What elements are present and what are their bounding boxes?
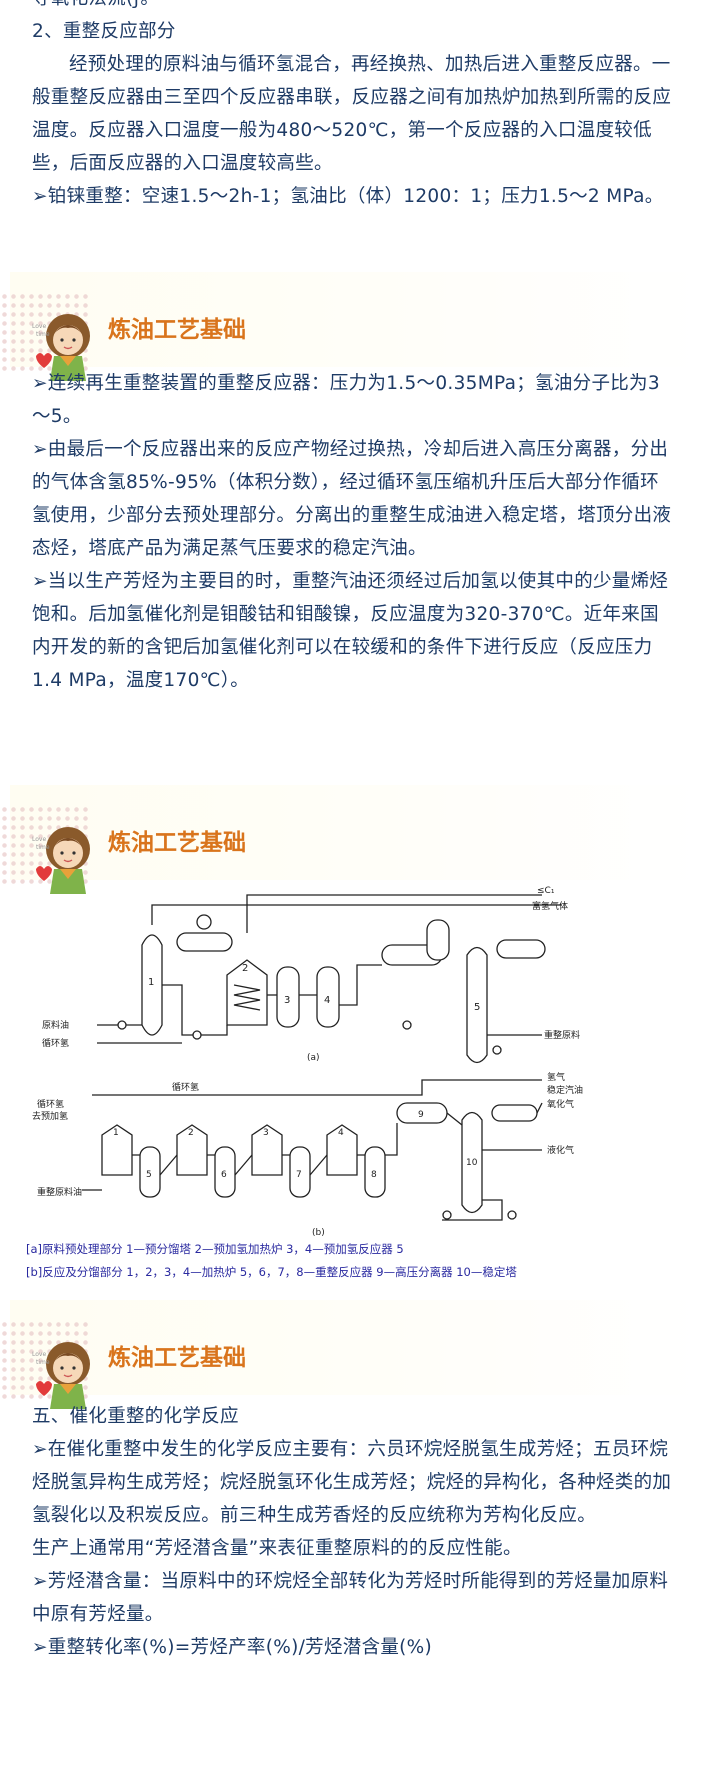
label-recycle-h2: 循环氢 bbox=[42, 1037, 69, 1049]
separator-9-label: 9 bbox=[418, 1110, 424, 1120]
header-band bbox=[10, 1300, 701, 1395]
diagram-b: 循环氢 循环氢 去预加氢 氢气 稳定汽油 氧化气 液化气 重整原料油 1 2 3… bbox=[32, 1071, 583, 1238]
heater-3-label: 3 bbox=[263, 1128, 269, 1138]
label-reform-feed-b: 重整原料油 bbox=[37, 1186, 82, 1198]
label-c1: ≤C₁ bbox=[537, 886, 555, 896]
svg-text:Love: Love bbox=[32, 836, 46, 843]
caption-a: [a]原料预处理部分 1—预分馏塔 2—预加氢加热炉 3，4—预加氢反应器 5 bbox=[26, 1242, 404, 1256]
unit-5-label: 5 bbox=[474, 1002, 480, 1013]
slide-heading: 炼油工艺基础 bbox=[108, 317, 246, 343]
header-band bbox=[10, 272, 701, 367]
label-h2: 氢气 bbox=[547, 1071, 565, 1083]
slide-chemical-reactions: Love time 炼油工艺基础 五、催化重整的化学反应 ➢在催化重整中发生的化… bbox=[0, 1300, 701, 1768]
slide-heading: 炼油工艺基础 bbox=[108, 830, 246, 856]
label-rich-gas: 富氢气体 bbox=[532, 900, 568, 912]
label-feed-oil: 原料油 bbox=[42, 1019, 69, 1031]
unit-3-label: 3 bbox=[284, 995, 290, 1006]
bullet-item: ➢在催化重整中发生的化学反应主要有：六员环烷烃脱氢生成芳烃；五员环烷烃脱氢异构生… bbox=[32, 1439, 672, 1526]
bullet-item: ➢重整转化率(%)=芳烃产率(%)/芳烃潜含量(%) bbox=[32, 1637, 433, 1658]
svg-text:time: time bbox=[36, 1359, 50, 1366]
slide4-text: 五、催化重整的化学反应 ➢在催化重整中发生的化学反应主要有：六员环烷烃脱氢生成芳… bbox=[32, 1400, 673, 1664]
label-recycle-b: 循环氢 bbox=[37, 1098, 64, 1110]
bullet-item: ➢连续再生重整装置的重整反应器：压力为1.5～0.35MPa；氢油分子比为3～5… bbox=[32, 373, 660, 427]
reactor-7-label: 7 bbox=[296, 1170, 302, 1180]
paragraph: 生产上通常用“芳烃潜含量”来表征重整原料的的反应性能。 bbox=[32, 1538, 522, 1559]
girl-mascot-icon: Love time bbox=[32, 1342, 90, 1409]
girl-mascot-icon: Love time bbox=[32, 314, 90, 381]
svg-text:time: time bbox=[36, 844, 50, 851]
slide-reactor-details: Love time 炼油工艺基础 ➢连续再生重整装置的重整反应器：压力为1.5～… bbox=[0, 272, 701, 772]
label-stable-gasoline: 稳定汽油 bbox=[547, 1084, 583, 1096]
label-to-prehydro: 去预加氢 bbox=[32, 1110, 68, 1122]
bullet-item: ➢铂铼重整：空速1.5～2h-1；氢油比（体）1200：1；压力1.5～2 MP… bbox=[32, 186, 664, 207]
paragraph: 经预处理的原料油与循环氢混合，再经换热、加热后进入重整反应器。一般重整反应器由三… bbox=[32, 54, 672, 174]
reactor-8-label: 8 bbox=[371, 1170, 377, 1180]
process-flow-diagram: 1 ≤C₁ 富氢气体 2 3 4 bbox=[32, 886, 583, 1238]
bullet-item: ➢由最后一个反应器出来的反应产物经过换热，冷却后进入高压分离器，分出的气体含氢8… bbox=[32, 439, 672, 559]
slide-heading: 炼油工艺基础 bbox=[108, 1345, 246, 1371]
unit-1-label: 1 bbox=[148, 977, 154, 988]
cut-off-line: 导氧化法流(ƒ。 bbox=[32, 0, 673, 15]
svg-text:Love: Love bbox=[32, 323, 46, 330]
unit-2-label: 2 bbox=[242, 963, 248, 974]
svg-text:Love: Love bbox=[32, 1351, 46, 1358]
label-b: (b) bbox=[312, 1228, 325, 1238]
caption-b: [b]反应及分馏部分 1，2，3，4—加热炉 5，6，7，8—重整反应器 9—高… bbox=[26, 1265, 517, 1279]
heater-2-label: 2 bbox=[188, 1128, 194, 1138]
label-lpg: 液化气 bbox=[547, 1144, 574, 1156]
reactor-6-label: 6 bbox=[221, 1170, 227, 1180]
diagram-captions: [a]原料预处理部分 1—预分馏塔 2—预加氢加热炉 3，4—预加氢反应器 5 … bbox=[26, 1238, 517, 1284]
label-recycle-h2-b: 循环氢 bbox=[172, 1081, 199, 1093]
label-a: (a) bbox=[307, 1053, 320, 1063]
section-title: 五、催化重整的化学反应 bbox=[32, 1406, 239, 1427]
label-tail-gas: 氧化气 bbox=[547, 1098, 574, 1110]
header-band bbox=[10, 785, 701, 880]
slide-process-diagram: Love time 炼油工艺基础 1 ≤C₁ 富氢气体 2 3 4 bbox=[0, 785, 701, 1300]
unit-4-label: 4 bbox=[324, 995, 330, 1006]
girl-mascot-icon: Love time bbox=[32, 827, 90, 894]
slide1-text: 导氧化法流(ƒ。 2、重整反应部分 经预处理的原料油与循环氢混合，再经换热、加热… bbox=[32, 0, 673, 213]
heater-4-label: 4 bbox=[338, 1128, 344, 1138]
reactor-5-label: 5 bbox=[146, 1170, 152, 1180]
bullet-item: ➢当以生产芳烃为主要目的时，重整汽油还须经过后加氢以使其中的少量烯烃饱和。后加氢… bbox=[32, 571, 669, 691]
section-title: 2、重整反应部分 bbox=[32, 21, 176, 42]
diagram-a: 1 ≤C₁ 富氢气体 2 3 4 bbox=[42, 886, 580, 1064]
svg-text:time: time bbox=[36, 331, 50, 338]
bullet-item: ➢芳烃潜含量：当原料中的环烷烃全部转化为芳烃时所能得到的芳烃量加原料中原有芳烃量… bbox=[32, 1571, 669, 1625]
stabilizer-10-label: 10 bbox=[466, 1158, 478, 1168]
slide2-text: ➢连续再生重整装置的重整反应器：压力为1.5～0.35MPa；氢油分子比为3～5… bbox=[32, 367, 673, 697]
slide-reforming-section: 导氧化法流(ƒ。 2、重整反应部分 经预处理的原料油与循环氢混合，再经换热、加热… bbox=[0, 0, 701, 250]
label-reform-feed: 重整原料 bbox=[544, 1029, 580, 1041]
heater-1-label: 1 bbox=[113, 1128, 119, 1138]
